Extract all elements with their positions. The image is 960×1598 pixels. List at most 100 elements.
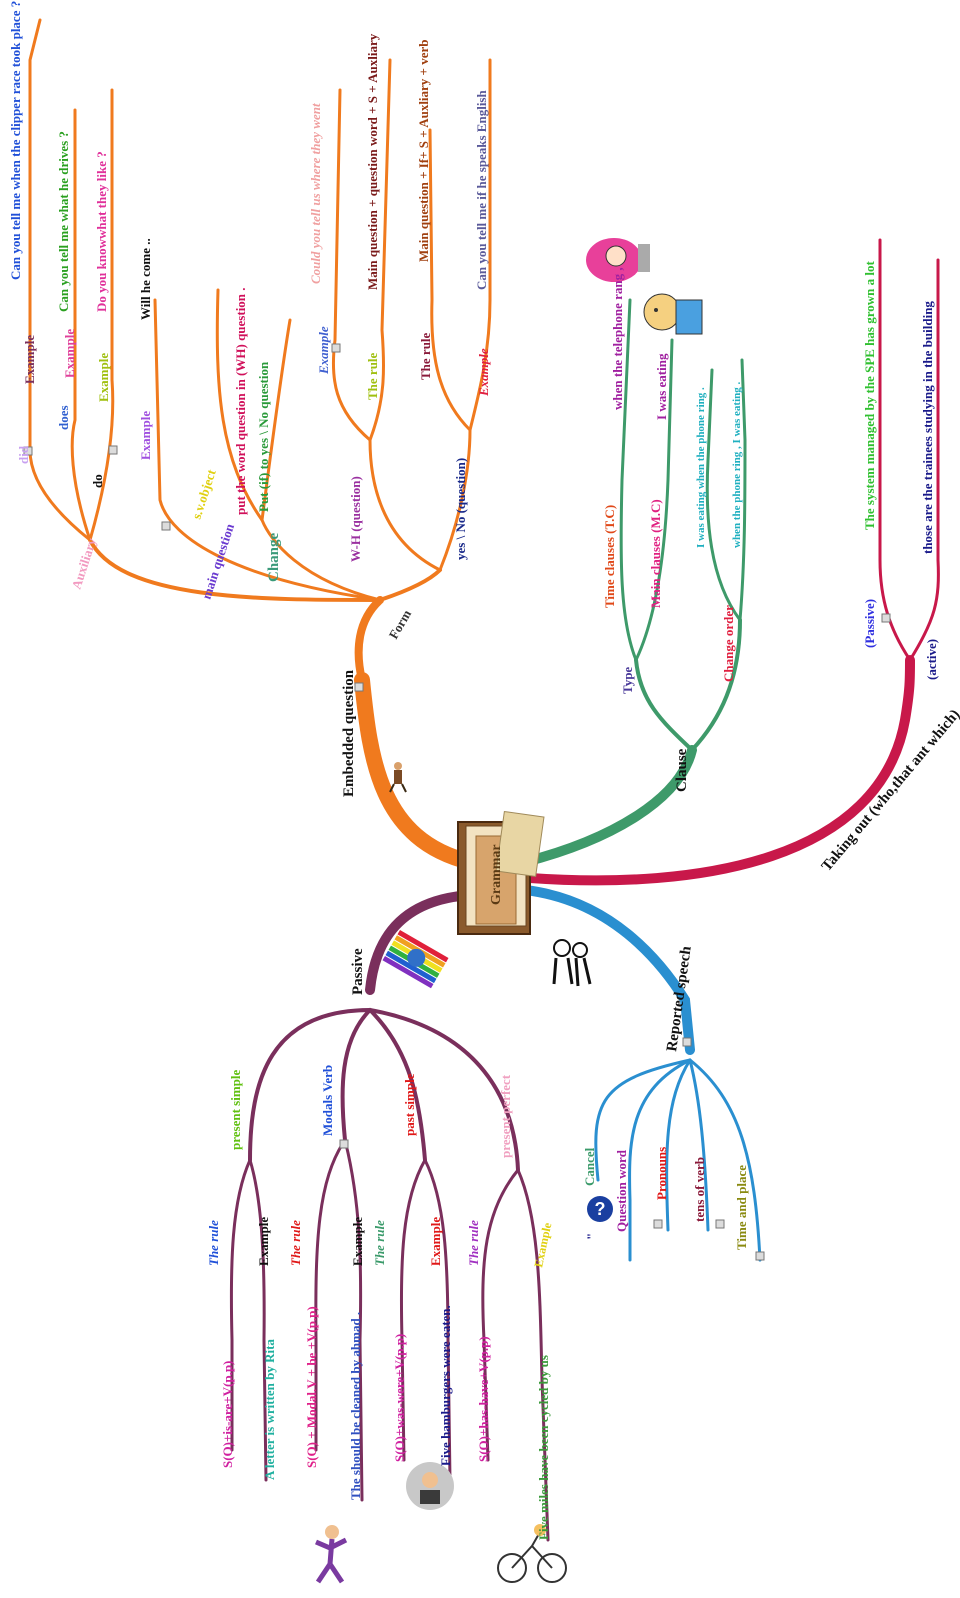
type-label[interactable]: Type (620, 667, 635, 694)
trunk-passive (365, 890, 475, 995)
active-rel-label[interactable]: (active) (924, 639, 939, 680)
edge-wh (368, 438, 442, 572)
edge-mv-example (343, 1138, 364, 1502)
trunk-embedded (354, 672, 478, 870)
taking-out-label[interactable]: Taking out (who,that ant which) (819, 707, 960, 875)
do-sentence: Do you knowwhat they like ? (94, 151, 109, 312)
time-clauses-label[interactable]: Time clauses (T.C) (602, 505, 617, 608)
did-sentence: Can you tell me when the clipper race to… (8, 1, 23, 280)
rainbow-clipart (382, 930, 449, 989)
talking-people-clipart (552, 939, 592, 987)
do-label[interactable]: do (90, 474, 105, 488)
edge-pas-example (423, 1158, 452, 1482)
main-clauses-label[interactable]: Main clauses (M.C) (648, 499, 663, 608)
edge-pp-example (516, 1168, 550, 1542)
edge-yn-a (428, 128, 472, 432)
pas-example-text: Five hamburgers were eaten. (438, 1305, 453, 1466)
active-rel-sentence: those are the trainees studying in the b… (920, 301, 935, 554)
edge-cancel (594, 1058, 692, 1182)
tens-of-verb-label[interactable]: tens of verb (692, 1157, 707, 1222)
edge-order-a (705, 368, 742, 622)
edge-yn-b (468, 58, 492, 432)
does-sentence: Can you tell me what he drives ? (56, 131, 71, 312)
question-mark-icon: ? (587, 1196, 613, 1222)
edge-main-question (153, 298, 382, 602)
mv-example-text: The should be cleaned by ahmad . (348, 1312, 363, 1500)
passive-rel-label[interactable]: (Passive) (862, 599, 877, 648)
wh-question-label[interactable]: W-H (question) (348, 476, 363, 562)
trunk-clause (520, 745, 697, 867)
edge-tens-of-verb (688, 1058, 710, 1232)
change-label[interactable]: Change (266, 532, 282, 582)
does-label[interactable]: does (56, 405, 71, 430)
mv-rule-label[interactable]: The rule (288, 1220, 303, 1266)
subject-first-label: s.v.object (189, 467, 219, 521)
pas-rule-text: S(O)+was-were+V(p.p) (392, 1334, 407, 1462)
wh-example-label[interactable]: Example (316, 326, 331, 375)
example-did-label[interactable]: Example (22, 335, 37, 384)
auxiliary-label[interactable]: Auxiliary (69, 536, 100, 591)
yn-example-label[interactable]: Example (476, 348, 491, 397)
skater-clipart (315, 1525, 348, 1584)
embedded-question-label[interactable]: Embedded question (341, 669, 357, 797)
edge-auxiliary (88, 538, 382, 602)
edge-past-simple (368, 1008, 427, 1162)
edge-do (88, 88, 115, 542)
pronouns-label[interactable]: Pronouns (654, 1147, 669, 1200)
edge-type (634, 658, 694, 752)
edge-active-rel (908, 258, 940, 662)
clause-branches (520, 298, 747, 867)
main-question-example-label[interactable]: Example (138, 411, 153, 460)
order-sentence-1: I was eating when the phone ring . (695, 387, 707, 548)
edge-does (70, 108, 92, 542)
present-simple-label[interactable]: present simple (228, 1069, 243, 1150)
form-label[interactable]: Form (386, 607, 415, 642)
passive-rel-sentence: The system managed by the SPE has grown … (862, 261, 877, 530)
boy-eating-clipart (643, 293, 703, 335)
modals-label[interactable]: Modals Verb (320, 1065, 335, 1136)
pas-example-label[interactable]: Example (428, 1217, 443, 1266)
cyclist-clipart (497, 1524, 567, 1583)
pas-rule-label[interactable]: The rule (372, 1220, 387, 1266)
change-order-label[interactable]: Change order (721, 605, 736, 682)
edge-form (378, 568, 442, 602)
cancel-label[interactable]: Cancel (582, 1147, 597, 1186)
mv-rule-text: S(O) + Modal.V + be +V(p.p) (304, 1306, 319, 1468)
trunk-embedded-2 (354, 596, 384, 684)
yn-example-text: Can you tell me if he speaks English (474, 90, 489, 290)
example-do-label[interactable]: Example (96, 353, 111, 402)
ps-rule-label[interactable]: The rule (206, 1220, 221, 1266)
edge-order-b (738, 358, 747, 622)
did-label[interactable]: did (16, 445, 31, 464)
time-and-place-label[interactable]: Time and place (734, 1165, 749, 1250)
edge-ps-example (248, 1158, 268, 1482)
yn-question-label[interactable]: yes \ No (question) (453, 458, 468, 560)
edge-main-clause (634, 338, 674, 662)
svg-text:?: ? (595, 1199, 606, 1219)
example-does-label[interactable]: Example (62, 329, 77, 378)
passive-label[interactable]: Passive (350, 948, 366, 995)
ps-example-label[interactable]: Example (256, 1217, 271, 1266)
central-node[interactable]: Grammar (457, 810, 545, 935)
edge-change (260, 518, 382, 602)
yn-rule-label[interactable]: The rule (418, 332, 433, 380)
edge-question-word (628, 1058, 692, 1262)
pp-rule-label[interactable]: The rule (466, 1220, 481, 1266)
trunk-reported (520, 885, 695, 1055)
past-simple-label[interactable]: past simple (402, 1073, 417, 1136)
mv-example-label[interactable]: Example (350, 1217, 365, 1266)
edge-wh-b (368, 58, 392, 442)
clause-label[interactable]: Clause (674, 748, 690, 792)
reported-speech-branches (520, 885, 762, 1262)
wh-rule-text: Main question + question word + S + Auxl… (365, 33, 380, 290)
burger-man-clipart (406, 1462, 454, 1510)
pp-example-text: Five miles have been cycled by us (536, 1355, 551, 1540)
question-word-label[interactable]: Question word (614, 1149, 629, 1232)
edge-present-perfect (368, 1008, 520, 1172)
edge-change-a (215, 288, 264, 522)
edge-change-order (690, 618, 742, 752)
present-perfect-label[interactable]: present perfect (498, 1074, 513, 1158)
wh-rule-label[interactable]: The rule (365, 352, 380, 400)
central-label: Grammar (489, 844, 504, 905)
edge-time-place (688, 1058, 762, 1262)
